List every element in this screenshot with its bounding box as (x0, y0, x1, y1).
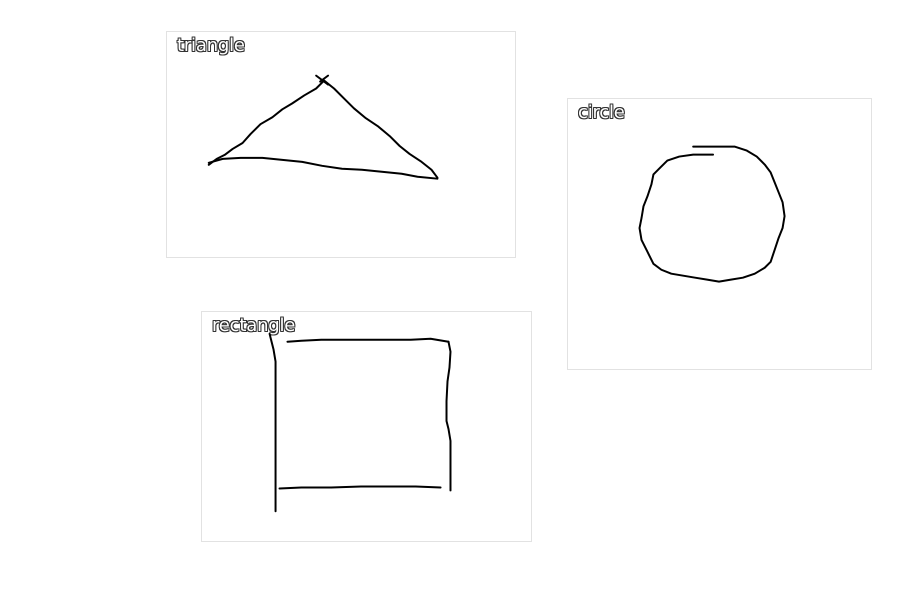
circle-sketch (638, 145, 786, 283)
rectangle-panel[interactable]: rectangle (201, 311, 532, 542)
rectangle-stroke-bottom (278, 485, 442, 490)
triangle-stroke-base (207, 156, 439, 180)
triangle-sketch (207, 74, 439, 180)
rectangle-sketch (268, 332, 452, 513)
rectangle-stroke-right (445, 340, 452, 492)
circle-stroke-body (638, 145, 786, 283)
panel-label-rectangle: rectangle (212, 315, 296, 336)
triangle-panel[interactable]: triangle (166, 31, 516, 258)
rectangle-stroke-top (286, 337, 450, 343)
triangle-stroke-sides (207, 79, 439, 179)
panel-label-triangle: triangle (177, 35, 245, 56)
rectangle-stroke-left (268, 332, 277, 513)
triangle-stroke-apex (315, 74, 330, 86)
panel-label-circle: circle (578, 102, 625, 123)
circle-panel[interactable]: circle (567, 98, 872, 370)
